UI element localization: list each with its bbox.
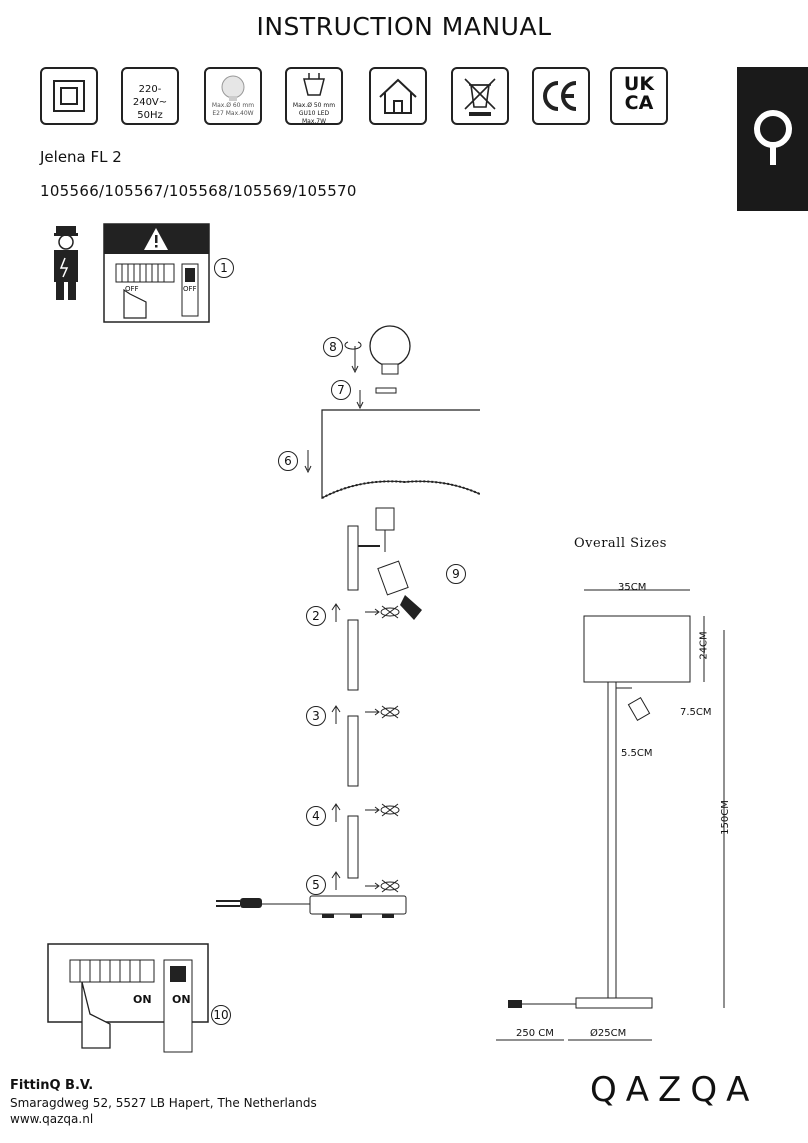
e27-bulb-icon: Max.Ø 60 mm E27 Max.40W bbox=[204, 67, 262, 125]
product-name: Jelena FL 2 bbox=[40, 148, 122, 166]
page-title: INSTRUCTION MANUAL bbox=[256, 12, 552, 41]
step-9-marker: 9 bbox=[446, 564, 466, 584]
step-6-marker: 6 bbox=[278, 451, 298, 471]
warning-illustration bbox=[54, 223, 210, 323]
dim-shade-height: 24CM bbox=[698, 631, 710, 660]
step-10-marker: 10 bbox=[211, 1005, 231, 1025]
dim-cable: 250 CM bbox=[516, 1028, 554, 1039]
indoor-use-icon bbox=[369, 67, 427, 125]
company-address: Smaragdweg 52, 5527 LB Hapert, The Nethe… bbox=[10, 1096, 317, 1110]
company-name: FittinQ B.V. bbox=[10, 1078, 94, 1093]
gu10-size-text: Max.Ø 50 mm bbox=[292, 102, 336, 109]
step-7-marker: 7 bbox=[331, 380, 351, 400]
gu10-watt-text: GU10 LED Max.7W bbox=[298, 110, 330, 125]
class-ii-icon bbox=[40, 67, 98, 125]
e27-watt-text: E27 Max.40W bbox=[212, 110, 254, 117]
voltage-icon: 220-240V~ 50Hz bbox=[121, 67, 179, 125]
dim-height: 150CM bbox=[719, 800, 731, 835]
step-5-marker: 5 bbox=[306, 875, 326, 895]
product-codes: 105566/105567/105568/105569/105570 bbox=[40, 182, 357, 200]
dimension-drawing bbox=[496, 589, 725, 1041]
switch-on-label-1: ON bbox=[133, 993, 152, 1006]
weee-bin-icon bbox=[451, 67, 509, 125]
dim-spot-a: 7.5CM bbox=[680, 707, 712, 718]
ukca-mark-icon: UK CA bbox=[610, 67, 668, 125]
step-8-marker: 8 bbox=[323, 337, 343, 357]
switch-on-illustration bbox=[47, 943, 209, 1053]
ukca-line-1: UK bbox=[623, 73, 655, 95]
brand-logo: QAZQA bbox=[590, 1070, 759, 1110]
switch-on-label-2: ON bbox=[172, 993, 191, 1006]
step-1-marker: 1 bbox=[214, 258, 234, 278]
brand-sidebar bbox=[737, 67, 808, 211]
ukca-line-2: CA bbox=[624, 92, 654, 114]
ce-mark-icon bbox=[532, 67, 590, 125]
dim-shade-width: 35CM bbox=[618, 582, 647, 593]
step-3-marker: 3 bbox=[306, 706, 326, 726]
dim-base: Ø25CM bbox=[590, 1028, 627, 1039]
voltage-line-2: 50Hz bbox=[137, 110, 163, 121]
dim-spot-b: 5.5CM bbox=[621, 748, 653, 759]
voltage-line-1: 220-240V~ bbox=[132, 84, 168, 108]
switch-off-label-1: OFF bbox=[125, 285, 139, 293]
overall-sizes-title: Overall Sizes bbox=[574, 536, 667, 551]
step-4-marker: 4 bbox=[306, 806, 326, 826]
step-2-marker: 2 bbox=[306, 606, 326, 626]
e27-size-text: Max.Ø 60 mm bbox=[211, 102, 255, 109]
assembly-drawing bbox=[216, 325, 480, 918]
company-website[interactable]: www.qazqa.nl bbox=[10, 1112, 94, 1126]
gu10-bulb-icon: Max.Ø 50 mm GU10 LED Max.7W bbox=[285, 67, 343, 125]
switch-off-label-2: OFF bbox=[183, 285, 197, 293]
